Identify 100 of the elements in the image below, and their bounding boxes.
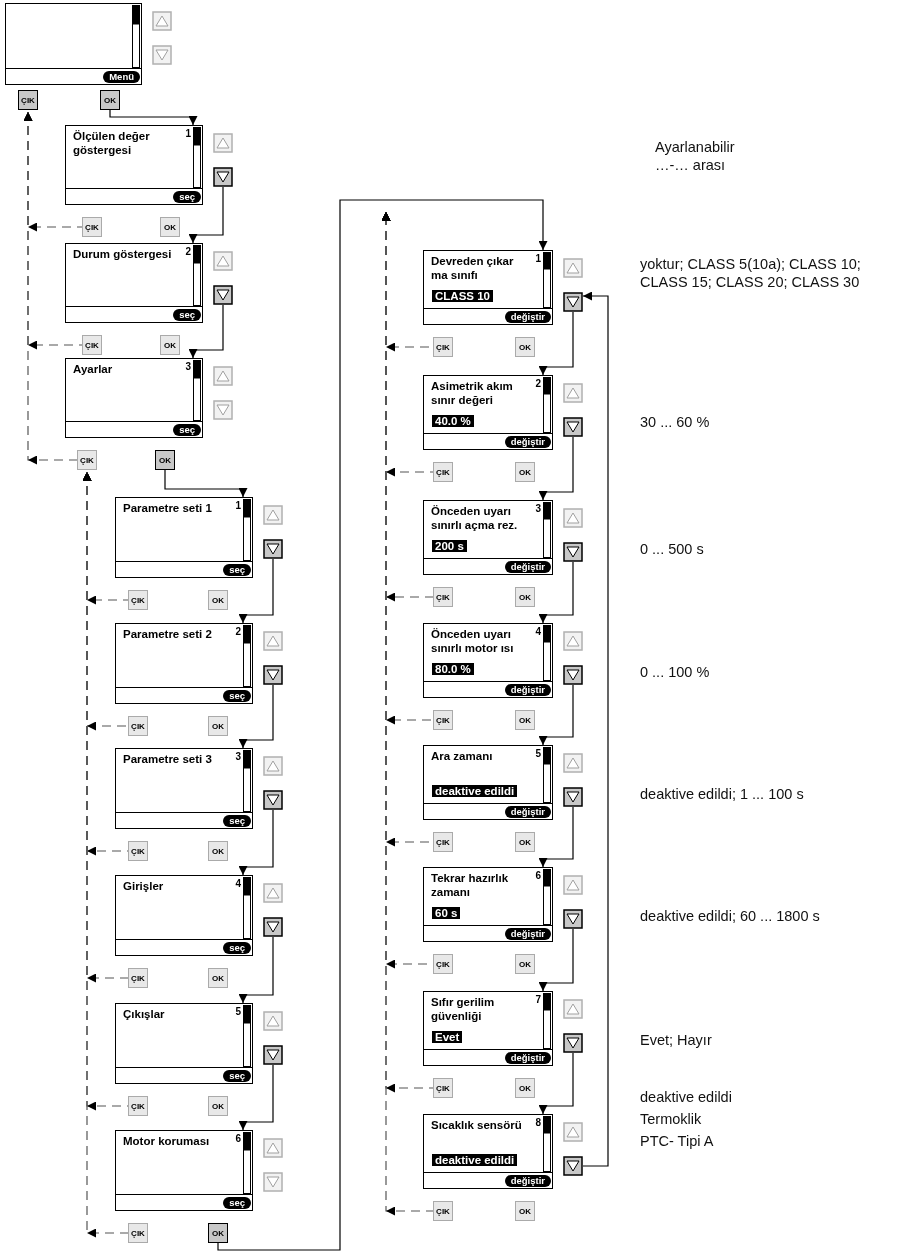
display-screen — [115, 497, 253, 578]
softkey-button: seç — [173, 191, 201, 203]
exit-button: ÇIK — [433, 710, 453, 730]
screen-title: Sıcaklık sensörü — [431, 1119, 523, 1133]
exit-button: ÇIK — [433, 1078, 453, 1098]
ok-button: OK — [160, 217, 180, 237]
display-screen — [65, 125, 203, 205]
screen-title: Tekrar hazırlık zamanı — [431, 872, 510, 900]
ok-button: OK — [208, 968, 228, 988]
arrow — [238, 936, 274, 1004]
menu-number: 2 — [185, 246, 191, 257]
arrow — [538, 806, 574, 868]
ok-button: OK — [515, 337, 535, 357]
menu-number: 8 — [535, 1117, 541, 1128]
arrow — [538, 928, 574, 992]
arrow — [24, 111, 78, 465]
screen-title: Önceden uyarı sınırlı açma rez. — [431, 505, 519, 533]
arrow — [238, 1064, 274, 1131]
setting-range: 0 ... 500 s — [640, 540, 705, 559]
display-screen — [423, 867, 553, 942]
menu-number: 1 — [535, 253, 541, 264]
selected-value: 40.0 % — [432, 415, 474, 427]
softkey-button: Menü — [103, 71, 140, 83]
setting-range: deaktive edildi; 60 ... 1800 s — [640, 907, 821, 926]
down-button — [563, 1033, 583, 1053]
selected-value: deaktive edildi — [432, 1154, 518, 1166]
softkey-button: değiştir — [504, 806, 551, 818]
arrow — [538, 436, 574, 501]
arrow — [538, 561, 574, 624]
down-button — [213, 167, 233, 187]
exit-button: ÇIK — [18, 90, 38, 110]
display-screen — [65, 358, 203, 438]
selected-value: CLASS 10 — [432, 290, 493, 302]
setting-range: 0 ... 100 % — [640, 663, 711, 682]
exit-button: ÇIK — [128, 716, 148, 736]
arrow — [217, 199, 548, 1251]
softkey-button: seç — [223, 815, 251, 827]
arrow — [188, 304, 224, 359]
screen-title: Durum göstergesi — [73, 248, 173, 262]
display-screen — [423, 500, 553, 575]
exit-button: ÇIK — [433, 954, 453, 974]
menu-number: 3 — [185, 361, 191, 372]
arrow — [109, 109, 198, 126]
screen-title: Ayarlar — [73, 363, 114, 377]
exit-button: ÇIK — [433, 1201, 453, 1221]
softkey-button: değiştir — [504, 1052, 551, 1064]
ok-button: OK — [100, 90, 120, 110]
arrow — [538, 684, 574, 746]
screen-title: Motor koruması — [123, 1135, 211, 1149]
setting-range: Evet; Hayır — [640, 1031, 713, 1050]
ok-button: OK — [208, 716, 228, 736]
ok-button: OK — [515, 462, 535, 482]
down-button — [263, 1045, 283, 1065]
down-button — [213, 285, 233, 305]
screen-title: Asimetrik akım sınır değeri — [431, 380, 514, 408]
down-button — [563, 1156, 583, 1176]
arrow — [538, 311, 574, 376]
display-screen — [115, 875, 253, 956]
ok-button: OK — [208, 1223, 228, 1243]
menu-number: 4 — [535, 626, 541, 637]
arrow — [238, 809, 274, 876]
softkey-button: seç — [223, 690, 251, 702]
softkey-button: değiştir — [504, 436, 551, 448]
arrow — [238, 558, 274, 624]
display-screen — [5, 3, 142, 85]
exit-button: ÇIK — [128, 968, 148, 988]
screen-title: Parametre seti 1 — [123, 502, 213, 516]
ok-button: OK — [515, 832, 535, 852]
softkey-button: değiştir — [504, 311, 551, 323]
ok-button: OK — [155, 450, 175, 470]
display-screen — [423, 375, 553, 450]
menu-number: 2 — [235, 626, 241, 637]
ok-button: OK — [515, 710, 535, 730]
down-button — [263, 665, 283, 685]
display-screen — [423, 991, 553, 1066]
display-screen — [115, 748, 253, 829]
exit-button: ÇIK — [433, 462, 453, 482]
ok-button: OK — [515, 954, 535, 974]
screen-title: Çıkışlar — [123, 1008, 166, 1022]
selected-value: 60 s — [432, 907, 461, 919]
exit-button: ÇIK — [433, 832, 453, 852]
exit-button: ÇIK — [77, 450, 97, 470]
screen-title: Devreden çıkar ma sınıfı — [431, 255, 515, 283]
selected-value: deaktive edildi — [432, 785, 518, 797]
setting-range: yoktur; CLASS 5(10a); CLASS 10; CLASS 15; CLASS 20; CLASS 30 — [640, 255, 862, 292]
screen-title: Ölçülen değer göstergesi — [73, 130, 151, 158]
selected-value: 80.0 % — [432, 663, 474, 675]
softkey-button: seç — [223, 942, 251, 954]
display-screen — [115, 1130, 253, 1211]
softkey-button: seç — [223, 564, 251, 576]
display-screen — [115, 623, 253, 704]
display-screen — [423, 1114, 553, 1189]
selected-value: 200 s — [432, 540, 467, 552]
exit-button: ÇIK — [128, 1096, 148, 1116]
down-button — [263, 917, 283, 937]
ok-button: OK — [208, 1096, 228, 1116]
down-button — [563, 787, 583, 807]
down-button — [563, 665, 583, 685]
exit-button: ÇIK — [82, 217, 102, 237]
softkey-button: değiştir — [504, 1175, 551, 1187]
